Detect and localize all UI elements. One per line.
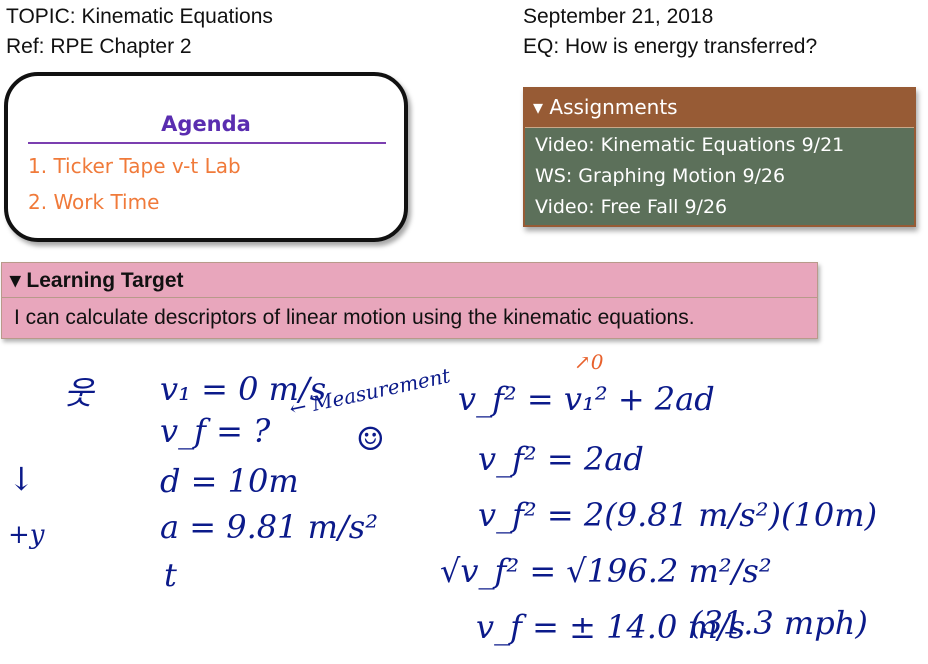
equation-step: v_f² = 2ad [478, 440, 644, 478]
date: September 21, 2018 [523, 5, 714, 28]
assignments-title: Assignments [549, 95, 678, 119]
direction-label: +y [8, 520, 45, 550]
assignment-item: WS: Graphing Motion 9/26 [535, 165, 786, 187]
given: v₁ = 0 m/s [160, 370, 327, 408]
cancel-to-zero-note: ↗0 [574, 350, 604, 374]
learning-target-panel: ▾ Learning Target I can calculate descri… [1, 262, 818, 339]
learning-target-header[interactable]: ▾ Learning Target [2, 263, 817, 298]
equation-step: v_f² = 2(9.81 m/s²)(10m) [478, 496, 878, 534]
given: d = 10m [160, 462, 299, 500]
agenda-item: 2. Work Time [28, 190, 160, 214]
topic: TOPIC: Kinematic Equations [6, 5, 273, 28]
down-arrow-icon: ↓ [8, 460, 35, 498]
assignment-item: Video: Kinematic Equations 9/21 [535, 134, 845, 156]
smiley-icon: ☺ [356, 420, 385, 458]
learning-target-title: Learning Target [26, 269, 184, 292]
given: t [164, 556, 177, 594]
assignments-header[interactable]: ▾ Assignments [523, 87, 916, 127]
assignment-item: Video: Free Fall 9/26 [535, 196, 728, 218]
equation-step: √v_f² = √196.2 m²/s² [440, 552, 772, 590]
equation-step: v_f = ± 14.0 m/s [476, 608, 746, 646]
given: v_f = ? [160, 412, 271, 450]
agenda-box: Agenda 1. Ticker Tape v-t Lab 2. Work Ti… [4, 72, 408, 242]
agenda-item: 1. Ticker Tape v-t Lab [28, 154, 241, 178]
stick-figure-icon: 웃 [64, 374, 94, 412]
agenda-title: Agenda [161, 112, 251, 136]
agenda-divider [28, 142, 386, 144]
reference: Ref: RPE Chapter 2 [6, 35, 192, 58]
given: a = 9.81 m/s² [160, 508, 379, 546]
disclosure-triangle-icon[interactable]: ▾ [10, 269, 21, 292]
equation-step: v_f² = v₁² + 2ad [458, 380, 715, 418]
learning-target-text: I can calculate descriptors of linear mo… [14, 306, 695, 329]
mph-conversion: (31.3 mph) [690, 604, 868, 642]
disclosure-triangle-icon[interactable]: ▾ [533, 95, 544, 119]
assignments-panel: ▾ Assignments Video: Kinematic Equations… [523, 87, 916, 227]
essential-question: EQ: How is energy transferred? [523, 35, 818, 58]
